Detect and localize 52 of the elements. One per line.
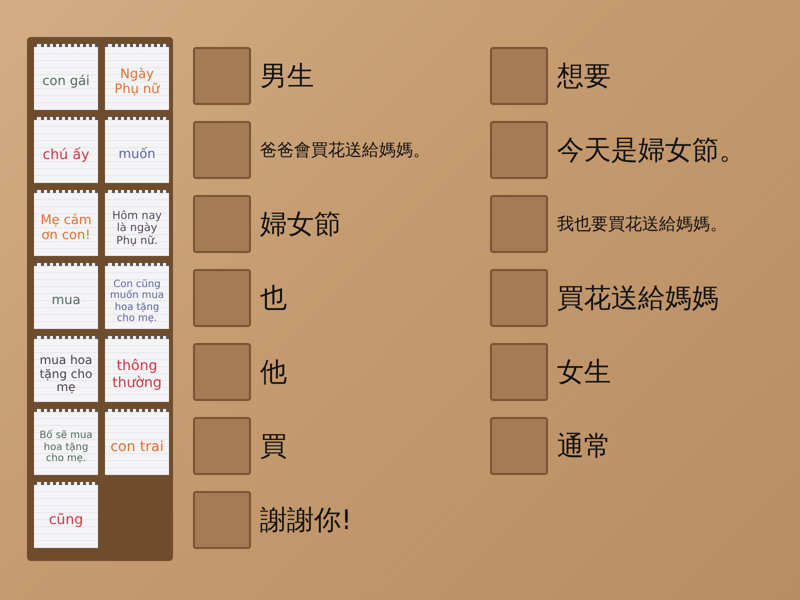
- chinese-term: 我也要買花送給媽媽。: [557, 214, 727, 236]
- note-card: [34, 44, 98, 110]
- chinese-term: 買: [260, 430, 287, 464]
- note-card: [105, 336, 169, 402]
- card-text: Bố sẽ mua hoa tặng cho mẹ.: [38, 430, 94, 465]
- note-card: [34, 117, 98, 183]
- answer-slot: [193, 417, 251, 475]
- card-text: cũng: [48, 512, 84, 529]
- card-text: Ngày Phụ nữ: [114, 68, 161, 98]
- answer-slot: [193, 121, 251, 179]
- card-text: Con cũng muốn mua hoa tặng cho mẹ.: [109, 278, 165, 324]
- answer-slot: [193, 195, 251, 253]
- card-text: con gái: [42, 75, 90, 90]
- chinese-term: 男生: [260, 60, 314, 94]
- card-text: con trai: [110, 439, 164, 456]
- chinese-term: 想要: [557, 60, 611, 94]
- note-card: [34, 482, 98, 548]
- chinese-term: 通常: [557, 430, 611, 464]
- answer-slot: [490, 269, 548, 327]
- note-card: [34, 336, 98, 402]
- answer-slot: [490, 195, 548, 253]
- card-text: mua hoa tặng cho mẹ: [38, 354, 94, 396]
- chinese-term: 爸爸會買花送給媽媽。: [260, 140, 430, 162]
- note-card: [105, 263, 169, 329]
- answer-slot: [490, 343, 548, 401]
- answer-slot: [193, 343, 251, 401]
- note-card: [105, 190, 169, 256]
- chinese-term: 女生: [557, 356, 611, 390]
- answer-slot: [490, 121, 548, 179]
- note-card: [34, 263, 98, 329]
- chinese-term: 他: [260, 356, 287, 390]
- answer-slot: [193, 269, 251, 327]
- card-text: thông thường: [111, 358, 163, 391]
- card-text: Hôm nay là ngày Phụ nữ.: [111, 210, 163, 248]
- note-card: [34, 190, 98, 256]
- answer-slot: [490, 47, 548, 105]
- card-text: Mẹ cảm ơn con!: [39, 214, 93, 244]
- chinese-term: 買花送給媽媽: [557, 282, 719, 316]
- note-card: [34, 409, 98, 475]
- chinese-term: 也: [260, 282, 287, 316]
- answer-slot: [193, 491, 251, 549]
- card-text: mua: [52, 294, 80, 309]
- chinese-term: 婦女節: [260, 208, 341, 242]
- answer-slot: [193, 47, 251, 105]
- chinese-term: 謝謝你!: [260, 504, 352, 538]
- note-card: [105, 44, 169, 110]
- note-card: [105, 409, 169, 475]
- chinese-term: 今天是婦女節。: [557, 134, 746, 168]
- card-text: chú ấy: [42, 147, 90, 164]
- card-text: muốn: [118, 148, 156, 163]
- note-card: [105, 117, 169, 183]
- answer-slot: [490, 417, 548, 475]
